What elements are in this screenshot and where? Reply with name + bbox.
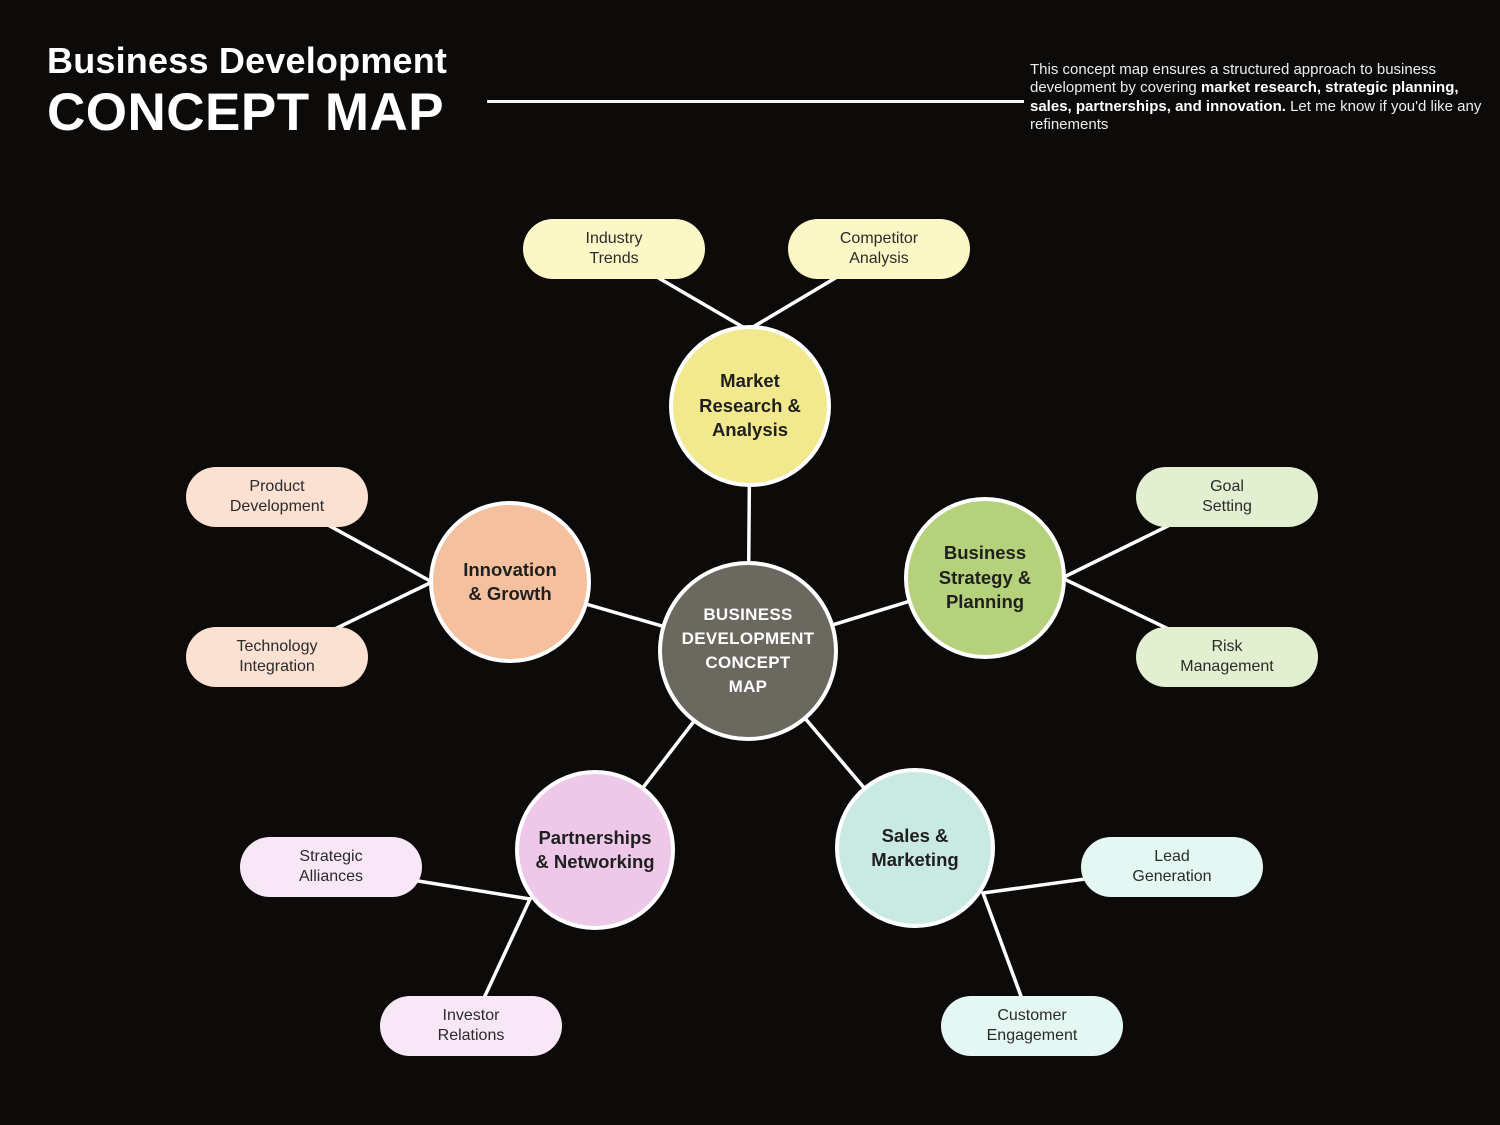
pill-technology-integration: Technology Integration [186, 627, 368, 687]
node-partnerships-networking: Partnerships & Networking [515, 770, 675, 930]
page-title: Business Development CONCEPT MAP [47, 42, 447, 139]
page-title-line2: CONCEPT MAP [47, 82, 445, 142]
pill-strategic-alliances: Strategic Alliances [240, 837, 422, 897]
pill-investor-relations: Investor Relations [380, 996, 562, 1056]
pill-risk-management: Risk Management [1136, 627, 1318, 687]
pill-goal-setting: Goal Setting [1136, 467, 1318, 527]
header-divider-line [487, 100, 1024, 103]
pill-lead-generation: Lead Generation [1081, 837, 1263, 897]
node-sales-marketing: Sales & Marketing [835, 768, 995, 928]
page-title-line1: Business Development [47, 40, 448, 81]
node-market-research-analysis: Market Research & Analysis [669, 325, 831, 487]
pill-product-development: Product Development [186, 467, 368, 527]
node-business-strategy-planning: Business Strategy & Planning [904, 497, 1066, 659]
node-center-business-development: BUSINESS DEVELOPMENT CONCEPT MAP [658, 561, 838, 741]
description-bold-text: market research, strategic planning, sal… [1030, 79, 1459, 115]
description-text: This concept map ensures a structured ap… [1030, 61, 1437, 97]
description-text-end: Let me know if you'd like any refinement… [1030, 97, 1482, 133]
pill-industry-trends: Industry Trends [523, 219, 705, 279]
pill-competitor-analysis: Competitor Analysis [788, 219, 970, 279]
node-innovation-growth: Innovation & Growth [429, 501, 591, 663]
header-description: This concept map ensures a structured ap… [1030, 61, 1482, 134]
pill-customer-engagement: Customer Engagement [941, 996, 1123, 1056]
